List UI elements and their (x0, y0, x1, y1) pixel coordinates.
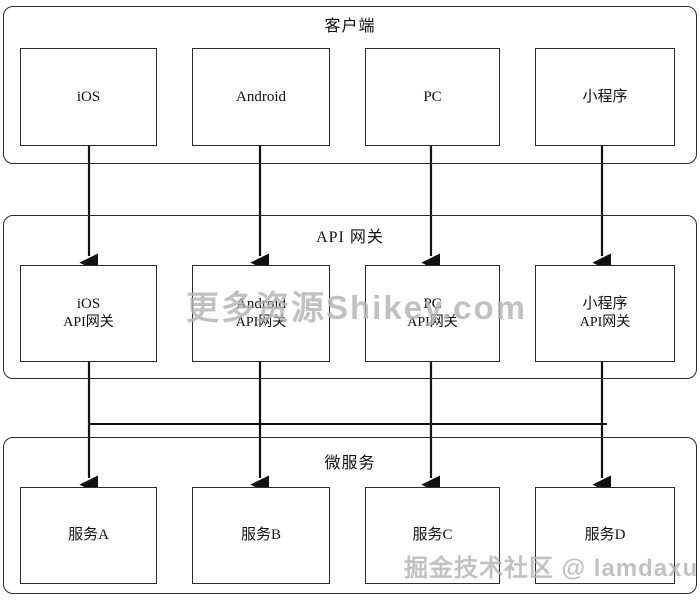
node-label: Android (236, 295, 286, 312)
node-label: 服务C (412, 527, 453, 544)
node-service-c[interactable]: 服务C (365, 487, 500, 584)
node-sublabel: API网关 (407, 315, 458, 331)
node-sublabel: API网关 (579, 315, 631, 331)
node-label: Android (236, 88, 286, 105)
node-label: PC (423, 88, 442, 105)
node-gateway-miniprogram[interactable]: 小程序 API网关 (535, 265, 675, 362)
node-service-d[interactable]: 服务D (535, 487, 675, 584)
node-service-b[interactable]: 服务B (192, 487, 330, 584)
node-sublabel: API网关 (235, 315, 287, 331)
node-client-miniprogram[interactable]: 小程序 (535, 48, 675, 146)
node-label: 服务D (584, 527, 626, 544)
node-gateway-pc[interactable]: PC API网关 (365, 265, 500, 362)
node-client-ios[interactable]: iOS (20, 48, 157, 146)
node-label: 服务B (240, 527, 281, 544)
node-gateway-ios[interactable]: iOS API网关 (20, 265, 157, 362)
node-label: 小程序 (582, 295, 628, 312)
group-gateway: API 网关 (3, 215, 697, 379)
node-label: PC (423, 295, 442, 312)
group-client-title: 客户端 (324, 18, 376, 35)
node-label: 服务A (68, 527, 109, 544)
node-label: 小程序 (582, 88, 628, 105)
group-service: 微服务 (3, 437, 697, 594)
node-label: iOS (76, 88, 101, 105)
node-client-android[interactable]: Android (192, 48, 330, 146)
group-service-title: 微服务 (324, 455, 376, 472)
node-label: iOS (76, 295, 101, 312)
group-client: 客户端 (3, 6, 697, 164)
node-sublabel: API网关 (63, 315, 114, 331)
node-gateway-android[interactable]: Android API网关 (192, 265, 330, 362)
group-gateway-title: API 网关 (316, 229, 384, 246)
node-client-pc[interactable]: PC (365, 48, 500, 146)
node-service-a[interactable]: 服务A (20, 487, 157, 584)
